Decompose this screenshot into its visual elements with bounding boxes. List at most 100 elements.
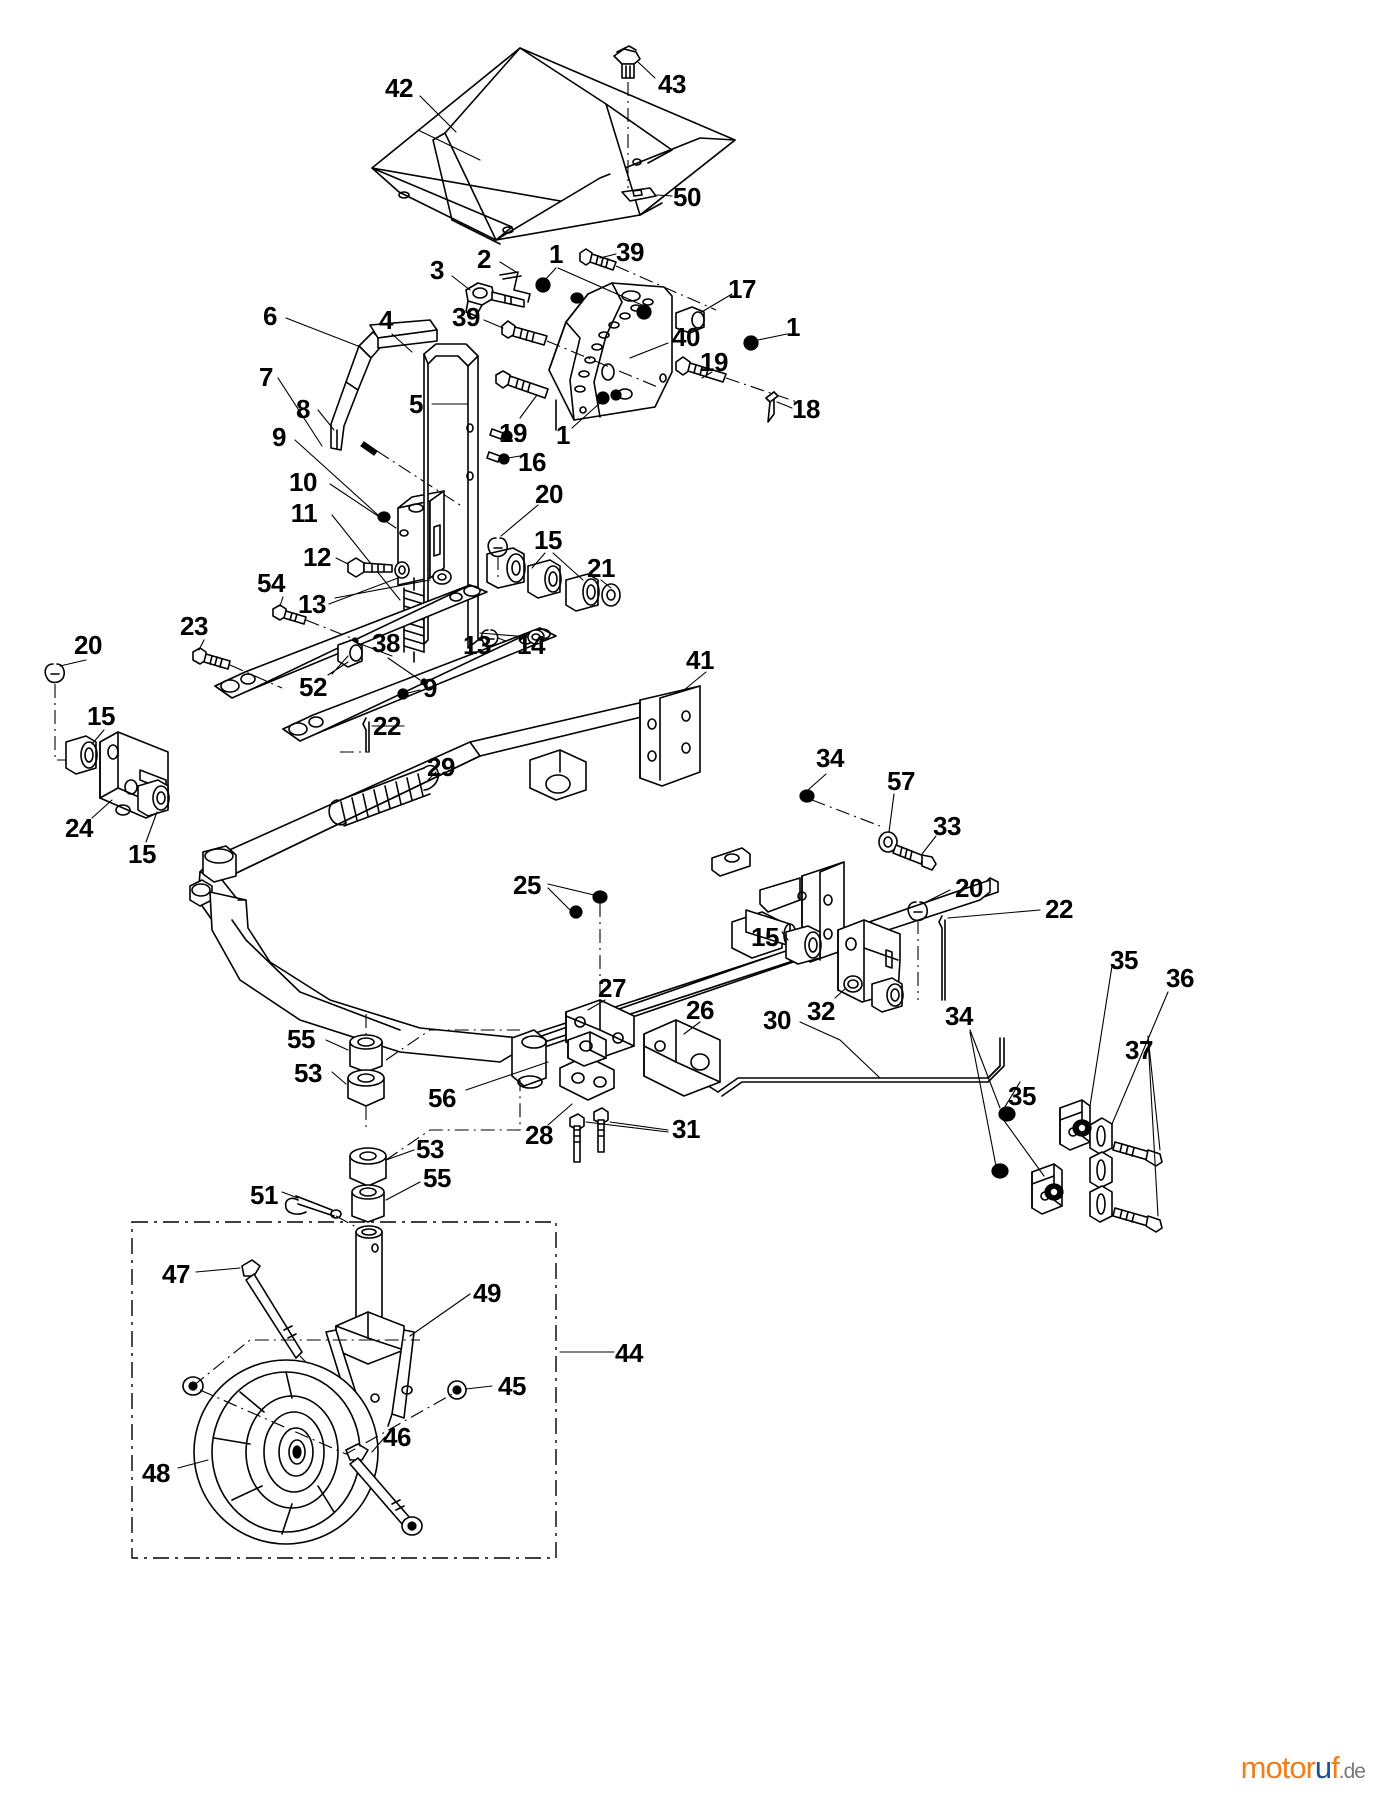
callout-15-d: 15 xyxy=(751,922,779,952)
callout-20-b: 20 xyxy=(74,630,102,660)
part-25-nut-b xyxy=(569,905,583,919)
part-15-bushing-left-a xyxy=(65,735,98,775)
callout-53-a: 53 xyxy=(294,1058,322,1088)
part-32-bushing xyxy=(871,977,904,1013)
part-8-handle-rod xyxy=(330,381,359,451)
callout-15-a: 15 xyxy=(534,525,562,555)
callout-53-b: 53 xyxy=(416,1134,444,1164)
part-23-bolt xyxy=(192,647,231,670)
callout-11: 11 xyxy=(290,498,318,528)
part-33-bolt xyxy=(892,844,937,871)
part-48-wheel xyxy=(193,1359,379,1545)
callout-35-a: 35 xyxy=(1110,945,1138,975)
callout-47: 47 xyxy=(162,1259,190,1289)
part-34-nut-c xyxy=(991,1163,1009,1179)
callout-1-b: 1 xyxy=(786,312,800,342)
callout-42: 42 xyxy=(385,73,413,103)
part-39-bolt-a xyxy=(579,248,617,271)
part-13-washer-b xyxy=(527,629,545,645)
callout-54: 54 xyxy=(257,568,285,598)
callout-19-a: 19 xyxy=(700,347,728,377)
callout-13-b: 13 xyxy=(463,630,491,660)
part-47-bolt xyxy=(241,1259,303,1359)
callout-20-a: 20 xyxy=(535,479,563,509)
part-40-panel xyxy=(548,282,673,431)
part-57-washer xyxy=(878,831,898,853)
callout-13-a: 13 xyxy=(298,589,326,619)
part-53-bushing-a xyxy=(347,1069,385,1107)
callout-15-b: 15 xyxy=(87,701,115,731)
part-19-bolt-a xyxy=(675,356,727,383)
callout-14: 14 xyxy=(517,630,545,660)
callout-33: 33 xyxy=(933,811,961,841)
callout-9-b: 9 xyxy=(423,673,437,703)
part-39-bolt-b xyxy=(501,320,548,346)
callout-29: 29 xyxy=(427,752,455,782)
callout-43: 43 xyxy=(658,69,686,99)
callout-2: 2 xyxy=(477,244,491,274)
callout-57: 57 xyxy=(887,766,915,796)
part-37-bolt-a xyxy=(1112,1141,1163,1167)
callout-28: 28 xyxy=(525,1120,553,1150)
part-35-nut-a xyxy=(1072,1119,1092,1137)
callout-32: 32 xyxy=(807,996,835,1026)
part-15-bushings xyxy=(527,559,600,612)
part-25-nut-a xyxy=(592,890,608,904)
part-30-rod xyxy=(701,1037,1005,1097)
callout-52: 52 xyxy=(299,672,327,702)
part-15-bushing-right xyxy=(785,925,822,965)
part-31-bolts xyxy=(569,1107,609,1163)
callout-56: 56 xyxy=(428,1083,456,1113)
callout-22-b: 22 xyxy=(1045,894,1073,924)
watermark-o: u xyxy=(1314,1750,1332,1785)
watermark-motor: motor xyxy=(1240,1750,1316,1785)
callout-31: 31 xyxy=(672,1114,700,1144)
callout-4: 4 xyxy=(379,305,393,335)
part-5-handle-frame xyxy=(423,343,479,649)
part-16-bolt xyxy=(486,428,513,465)
part-51-hairpin xyxy=(284,1195,342,1219)
part-9-nut-b xyxy=(397,688,409,700)
callout-5: 5 xyxy=(409,389,423,419)
part-22-cotter-a xyxy=(362,717,370,753)
callout-16: 16 xyxy=(518,447,546,477)
callout-26: 26 xyxy=(686,995,714,1025)
part-45-washer xyxy=(447,1380,467,1400)
callout-15-c: 15 xyxy=(128,839,156,869)
callout-25: 25 xyxy=(513,870,541,900)
callout-6: 6 xyxy=(263,301,277,331)
callout-24: 24 xyxy=(65,813,93,843)
callout-55-a: 55 xyxy=(287,1024,315,1054)
callout-21: 21 xyxy=(587,553,615,583)
callout-19-b: 19 xyxy=(499,418,527,448)
callout-55-b: 55 xyxy=(423,1163,451,1193)
callout-34-b: 34 xyxy=(945,1001,973,1031)
part-4-pad xyxy=(369,319,438,349)
part-46-axle xyxy=(345,1443,423,1536)
part-55-bushing-a xyxy=(349,1034,383,1073)
part-9-nut xyxy=(377,511,391,523)
callout-45: 45 xyxy=(498,1371,526,1401)
part-26-plate xyxy=(643,1019,721,1097)
callout-39-a: 39 xyxy=(616,237,644,267)
callout-3: 3 xyxy=(430,255,444,285)
callout-27: 27 xyxy=(598,973,626,1003)
part-19-bolt-b xyxy=(495,370,549,399)
callout-44: 44 xyxy=(615,1338,643,1368)
callout-41: 41 xyxy=(686,645,714,675)
part-29-spring xyxy=(328,764,440,827)
callout-20-c: 20 xyxy=(955,873,983,903)
callout-9-a: 9 xyxy=(272,422,286,452)
callout-1-a: 1 xyxy=(549,239,563,269)
part-22-cotter-b xyxy=(938,915,946,1001)
part-37-bolt-b xyxy=(1112,1207,1163,1233)
callout-7: 7 xyxy=(259,362,273,392)
watermark-tld: .de xyxy=(1338,1760,1366,1783)
part-21-washer xyxy=(601,583,621,607)
part-34-nut-b xyxy=(998,1106,1016,1122)
part-21-sleeve xyxy=(486,547,526,589)
part-35-nut-b xyxy=(1044,1183,1064,1201)
part-44-assembly-box xyxy=(131,1221,557,1559)
